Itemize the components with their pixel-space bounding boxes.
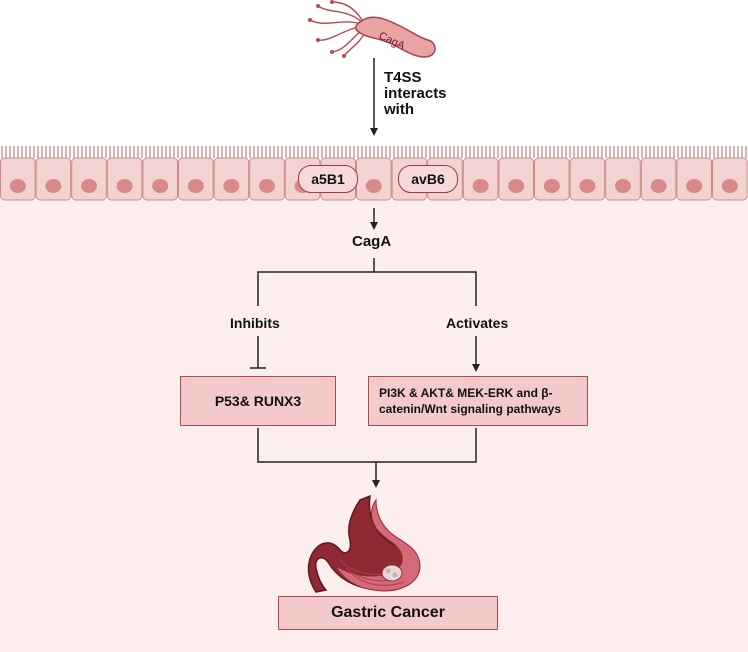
cell-nucleus xyxy=(116,179,133,193)
cell-nucleus xyxy=(152,179,169,193)
arrow-label: T4SS interacts with xyxy=(384,69,447,118)
caga-label: CagA xyxy=(352,233,392,250)
cell-nucleus xyxy=(579,179,596,193)
merge-connector xyxy=(257,428,477,488)
cell-nucleus xyxy=(615,179,631,193)
cell-nucleus xyxy=(9,179,26,193)
cell-nucleus xyxy=(259,179,275,193)
cell-nucleus xyxy=(365,179,382,193)
stomach-icon xyxy=(307,494,421,593)
cell-nucleus xyxy=(686,179,703,193)
receptor-avb6: avB6 xyxy=(398,165,458,193)
bacterium-icon xyxy=(308,0,436,58)
cell-nucleus xyxy=(721,179,738,193)
activates-label: Activates xyxy=(446,315,509,331)
epithelial-cell-layer xyxy=(0,146,748,201)
microvilli xyxy=(1,146,747,158)
box-gastric-cancer: Gastric Cancer xyxy=(278,596,498,630)
cell-nucleus xyxy=(187,179,204,193)
cell-nucleus xyxy=(472,179,489,193)
epithelial-cell xyxy=(462,157,499,201)
branch-connector xyxy=(250,258,480,372)
box-p53-runx3: P53& RUNX3 xyxy=(180,376,336,426)
cell-nucleus xyxy=(223,179,240,193)
cell-nucleus xyxy=(81,179,97,193)
epithelial-cell xyxy=(569,157,606,201)
cell-nucleus xyxy=(543,179,560,193)
box-signaling-pathways: PI3K & AKT& MEK-ERK and β-catenin/Wnt si… xyxy=(368,376,588,426)
cell-nucleus xyxy=(508,179,525,193)
epithelial-cell xyxy=(213,157,250,201)
receptor-a5b1: a5B1 xyxy=(298,165,358,193)
cell-nucleus xyxy=(45,179,62,193)
cell-nucleus xyxy=(650,179,667,193)
inhibits-label: Inhibits xyxy=(230,315,280,331)
